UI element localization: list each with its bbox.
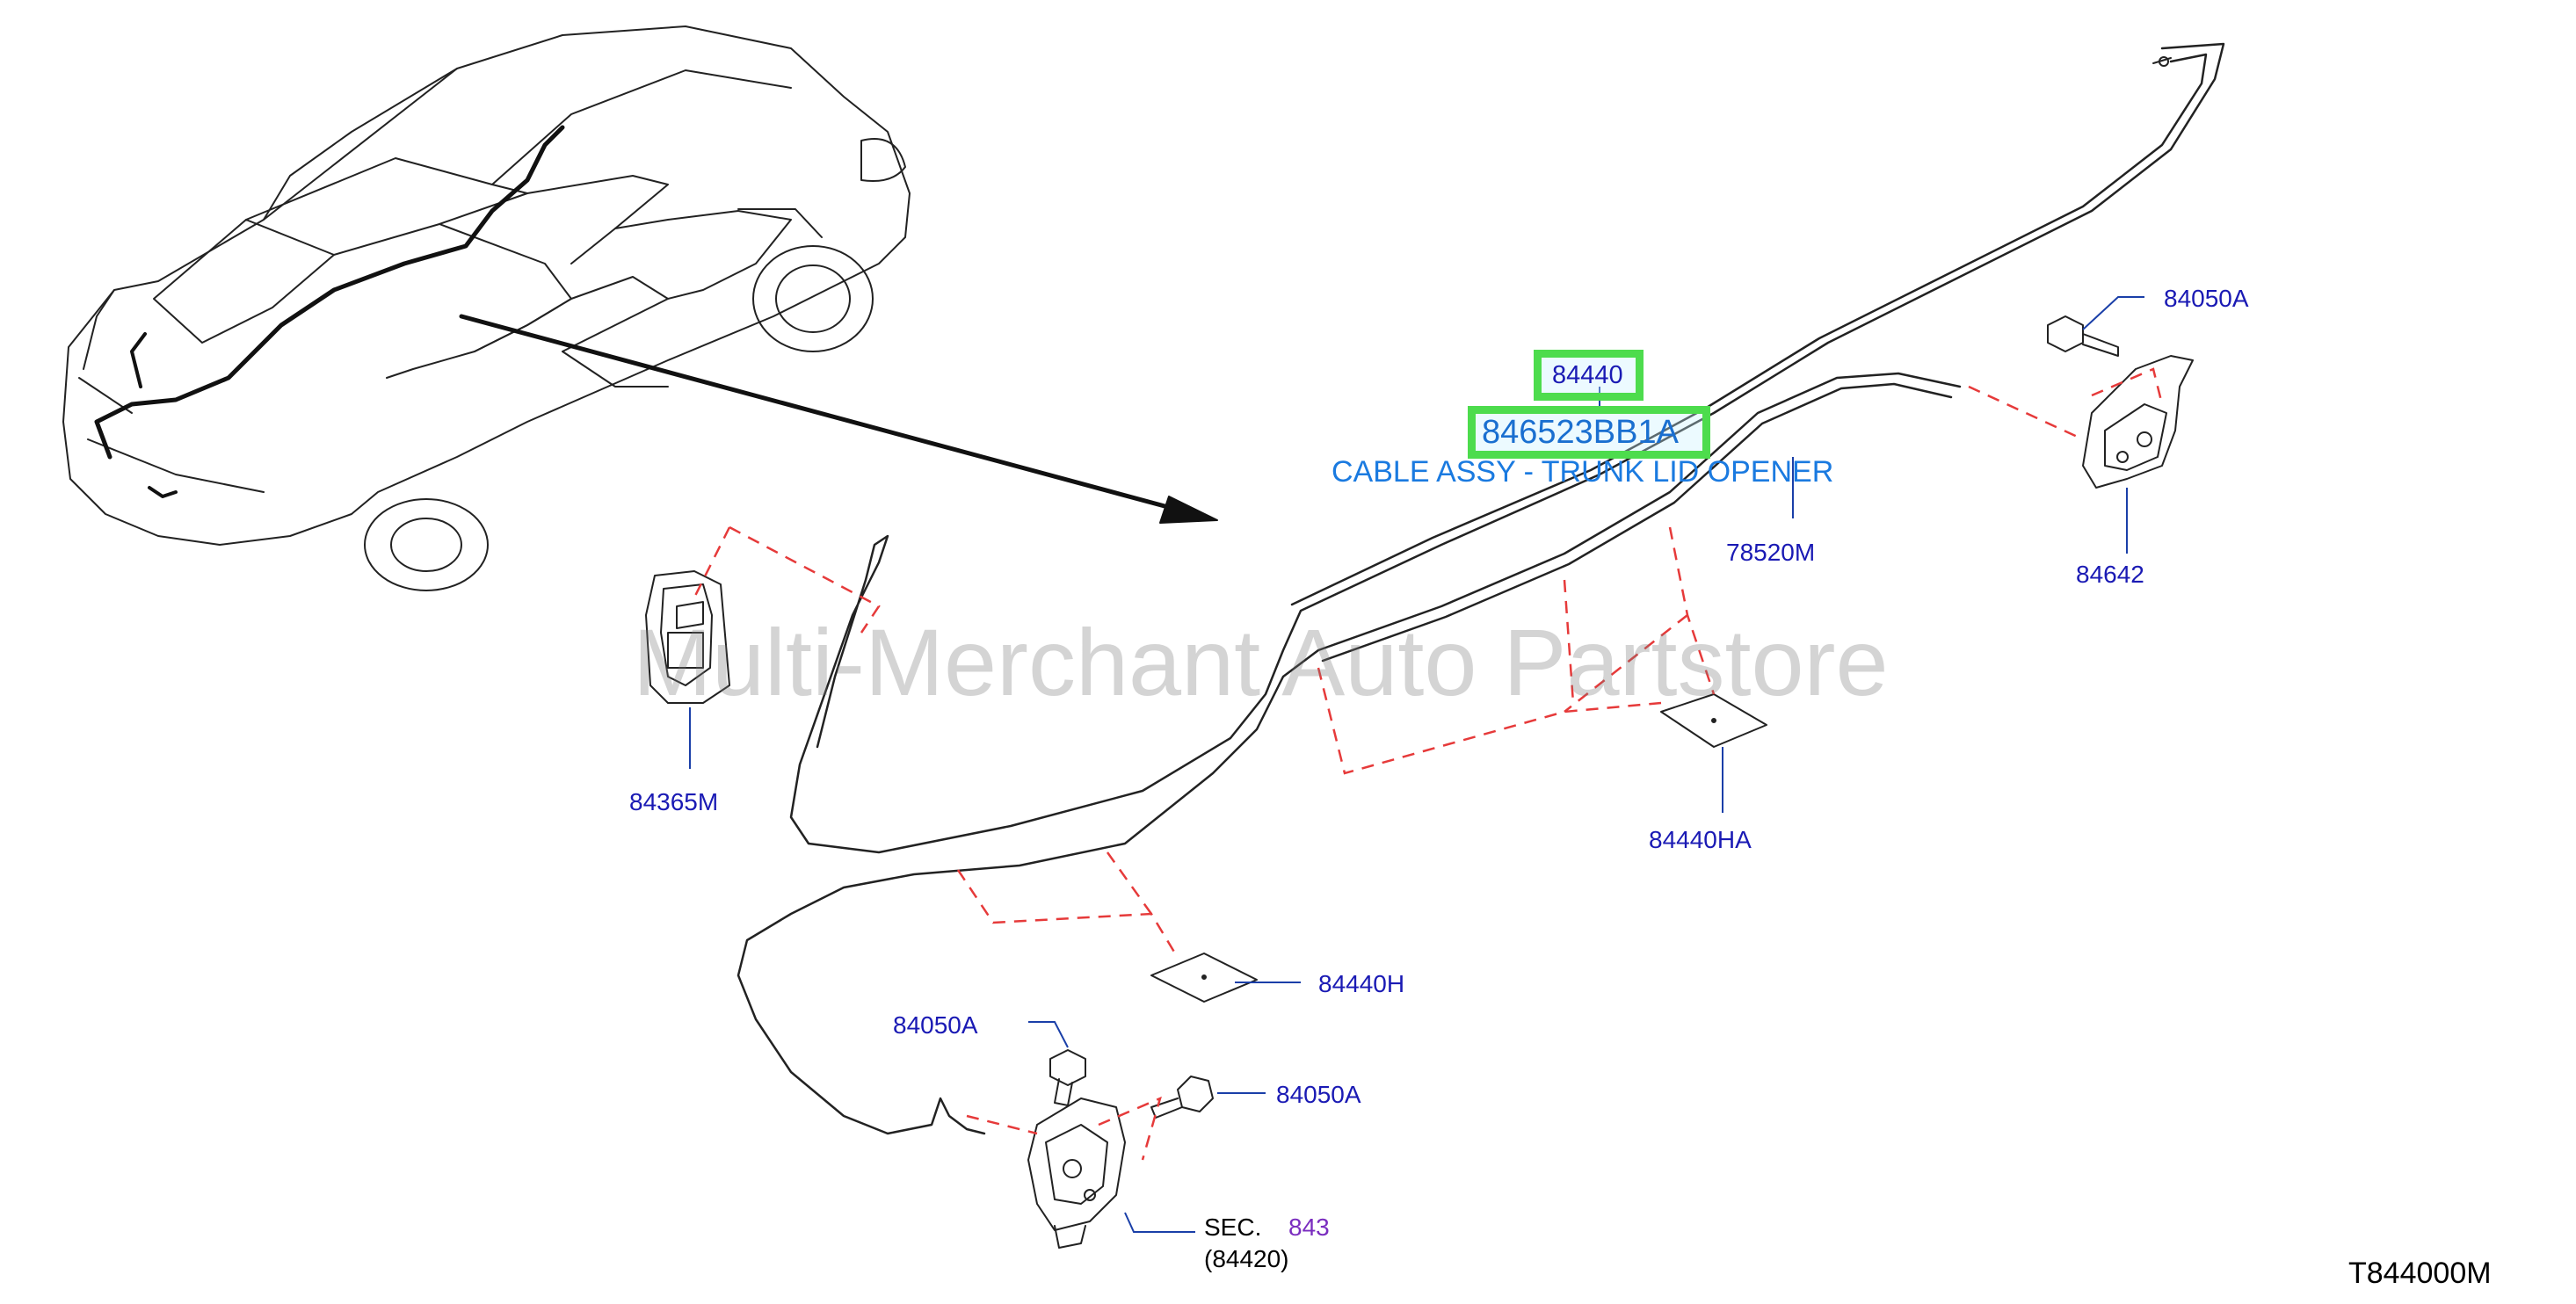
- bolt-icon: [1150, 1076, 1214, 1119]
- part-label-78520m[interactable]: 78520M: [1726, 539, 1816, 566]
- highlighted-part-label[interactable]: 84440: [1552, 361, 1623, 389]
- part-label-84642[interactable]: 84642: [2076, 561, 2144, 588]
- highlight-box-part-number[interactable]: [1468, 406, 1710, 459]
- section-ref-link[interactable]: 843: [1288, 1213, 1330, 1241]
- arrow-icon: [459, 314, 1218, 524]
- latch-84420-illustration: [1027, 1098, 1126, 1249]
- part-label-84050a-top[interactable]: 84050A: [2164, 285, 2249, 312]
- bracket-84642-illustration: [2082, 355, 2194, 489]
- vehicle-illustration: [62, 25, 911, 591]
- bolt-icon: [2047, 315, 2119, 357]
- bracket-84365m-illustration: [645, 570, 730, 704]
- part-label-84365m[interactable]: 84365M: [629, 788, 719, 815]
- part-label-84050a-left[interactable]: 84050A: [893, 1011, 978, 1039]
- pad-84440h-illustration: [1150, 953, 1258, 1003]
- section-ref-label: SEC.: [1204, 1213, 1262, 1241]
- highlighted-description-label: CABLE ASSY - TRUNK LID OPENER: [1332, 455, 1834, 489]
- diagram-code: T844000M: [2348, 1257, 2492, 1290]
- highlight-box-part[interactable]: [1534, 350, 1644, 401]
- part-label-84050a-mid[interactable]: 84050A: [1276, 1081, 1361, 1108]
- part-label-84440ha[interactable]: 84440HA: [1649, 826, 1752, 853]
- bolt-icon: [1049, 1049, 1086, 1106]
- highlighted-part-number-label[interactable]: 846523BB1A: [1482, 414, 1679, 451]
- section-ref-part: (84420): [1204, 1245, 1289, 1272]
- watermark: Multi-Merchant Auto Partstore: [633, 609, 1889, 715]
- pad-84440ha-illustration: [1660, 693, 1767, 748]
- part-label-84440h[interactable]: 84440H: [1318, 970, 1405, 997]
